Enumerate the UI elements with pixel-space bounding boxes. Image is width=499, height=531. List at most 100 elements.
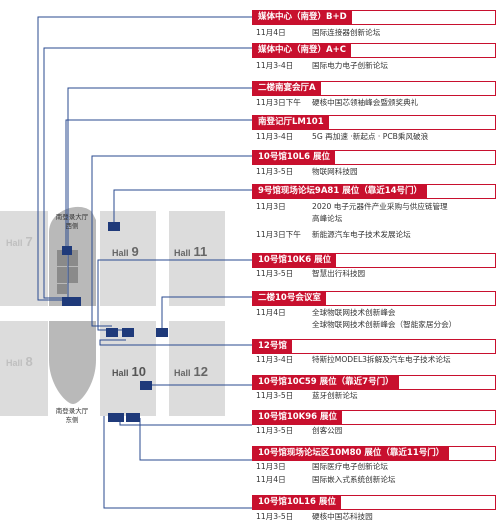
lobby-east[interactable] bbox=[49, 321, 96, 404]
booth-marker[interactable] bbox=[71, 297, 81, 306]
connector-1 bbox=[37, 16, 252, 301]
entry-header-label: 媒体中心（南登）B+D bbox=[253, 11, 352, 24]
entry-header-label: 二楼10号会议室 bbox=[253, 292, 326, 305]
entry-header-label: 10号馆10K96 展位 bbox=[253, 411, 343, 424]
entry-header: 10号馆现场论坛区10M80 展位（靠近11号门） bbox=[252, 446, 496, 461]
booth-marker[interactable] bbox=[156, 328, 168, 337]
lobby-east-label: 南登录大厅 bbox=[56, 406, 89, 415]
entry-header: 10号馆10K96 展位 bbox=[252, 410, 496, 425]
entry-date: 11月3日 bbox=[256, 462, 286, 471]
entry-header: 媒体中心（南登）B+D bbox=[252, 10, 496, 25]
lobby-room bbox=[68, 267, 78, 283]
entry-row: 11月3-4日 国际电力电子创新论坛 bbox=[256, 60, 388, 71]
entry-date: 11月3日下午 bbox=[256, 98, 301, 107]
entry-title: 硬核中国芯科技园 bbox=[312, 512, 373, 521]
entry-row: 11月3-5日智慧出行科技园 bbox=[256, 268, 365, 279]
entry-date: 11月3-4日 bbox=[256, 355, 294, 364]
entry-header: 10号馆10L6 展位 bbox=[252, 150, 496, 165]
entry-title: 国际嵌入式系统创新论坛 bbox=[312, 475, 396, 484]
entry-title: 全球物联网技术创新峰会 bbox=[312, 308, 396, 317]
entry-row: 11月3日下午 新能源汽车电子技术发展论坛 bbox=[256, 229, 411, 240]
entry-date: 11月3日 bbox=[256, 202, 286, 211]
entry-date: 11月3-5日 bbox=[256, 167, 294, 176]
entry-date: 11月4日 bbox=[256, 28, 286, 37]
lobby-room bbox=[68, 250, 78, 266]
entry-row: 11月3-4日 特斯拉MODEL3拆解及汽车电子技术论坛 bbox=[256, 354, 451, 365]
entry-header-label: 媒体中心（南登）A+C bbox=[253, 44, 351, 57]
booth-marker[interactable] bbox=[62, 297, 72, 306]
booth-marker[interactable] bbox=[108, 222, 120, 231]
booth-marker[interactable] bbox=[122, 328, 134, 337]
entry-date: 11月3-5日 bbox=[256, 391, 294, 400]
entry-date: 11月4日 bbox=[256, 475, 286, 484]
entry-header-label: 10号馆10K6 展位 bbox=[253, 254, 337, 267]
entry-row: 11月4日 国际嵌入式系统创新论坛 bbox=[256, 474, 396, 485]
entry-title: 智慧出行科技园 bbox=[312, 269, 366, 278]
entry-header: 12号馆 bbox=[252, 339, 496, 354]
entry-date: 11月4日 bbox=[256, 308, 286, 317]
entry-header-label: 10号馆10L6 展位 bbox=[253, 151, 335, 164]
entry-row: 11月3-5日 蓝牙创新论坛 bbox=[256, 390, 358, 401]
entry-title: 新能源汽车电子技术发展论坛 bbox=[312, 230, 411, 239]
lobby-room bbox=[57, 284, 67, 294]
booth-marker[interactable] bbox=[126, 413, 140, 422]
entry-header-label: 南登记厅LM101 bbox=[253, 116, 329, 129]
entry-title: 物联网科技园 bbox=[312, 167, 358, 176]
entry-header: 媒体中心（南登）A+C bbox=[252, 43, 496, 58]
booth-marker[interactable] bbox=[106, 328, 118, 337]
entry-row: 11月3-5日 创客公园 bbox=[256, 425, 342, 436]
connector-8 bbox=[161, 296, 252, 328]
booth-marker[interactable] bbox=[62, 246, 72, 255]
hall-7-block[interactable] bbox=[0, 211, 48, 306]
entry-header: 二楼南宴会厅A bbox=[252, 81, 496, 96]
lobby-east-sublabel: 东侧 bbox=[66, 415, 79, 424]
entry-row: 11月4日国际连接器创新论坛 bbox=[256, 27, 380, 38]
entry-header: 南登记厅LM101 bbox=[252, 115, 496, 130]
lobby-room bbox=[57, 267, 67, 283]
entry-row: 11月3日国际医疗电子创新论坛 bbox=[256, 461, 388, 472]
entry-header: 10号馆10C59 展位（靠近7号门） bbox=[252, 375, 496, 390]
lobby-west-sublabel: 西侧 bbox=[66, 221, 79, 230]
entry-title: 国际电力电子创新论坛 bbox=[312, 61, 388, 70]
entry-row: 11月4日 全球物联网技术创新峰会 bbox=[256, 307, 396, 318]
hall-12-block[interactable] bbox=[169, 321, 225, 416]
entry-row: 高峰论坛 bbox=[312, 213, 342, 224]
entry-title: 全球物联网技术创新峰会（智能家居分会） bbox=[312, 320, 457, 329]
entry-title: 创客公园 bbox=[312, 426, 343, 435]
entry-title: 高峰论坛 bbox=[312, 214, 343, 223]
connector-2 bbox=[43, 47, 252, 299]
lobby-room bbox=[57, 250, 67, 266]
entry-row: 全球物联网技术创新峰会（智能家居分会） bbox=[312, 319, 456, 330]
entry-date: 11月3-4日 bbox=[256, 61, 294, 70]
connector-5 bbox=[91, 155, 252, 327]
lobby-west-label: 南登录大厅 bbox=[56, 212, 89, 221]
entry-title: 硬核中国芯领袖峰会暨颁奖典礼 bbox=[312, 98, 419, 107]
entry-title: 5G 再加速 ·新起点 · PCB乘风破浪 bbox=[312, 132, 429, 141]
entry-date: 11月3-5日 bbox=[256, 426, 294, 435]
entry-row: 11月3-5日 物联网科技园 bbox=[256, 166, 358, 177]
entry-date: 11月3-5日 bbox=[256, 512, 294, 521]
entry-header: 10号馆10K6 展位 bbox=[252, 253, 496, 268]
entry-date: 11月3-4日 bbox=[256, 132, 294, 141]
hall-8-block[interactable] bbox=[0, 321, 48, 416]
connector-12 bbox=[139, 418, 252, 461]
connector-6 bbox=[113, 189, 252, 226]
booth-marker[interactable] bbox=[140, 381, 152, 390]
connector-3 bbox=[67, 87, 252, 298]
booth-marker[interactable] bbox=[108, 413, 124, 422]
entry-header-label: 二楼南宴会厅A bbox=[253, 82, 321, 95]
hall-11-block[interactable] bbox=[169, 211, 225, 306]
entry-header: 9号馆现场论坛9A81 展位（靠近14号门） bbox=[252, 184, 496, 199]
entry-title: 特斯拉MODEL3拆解及汽车电子技术论坛 bbox=[312, 355, 451, 364]
entry-row: 11月3日下午 硬核中国芯领袖峰会暨颁奖典礼 bbox=[256, 97, 418, 108]
entry-title: 蓝牙创新论坛 bbox=[312, 391, 358, 400]
connector-9 bbox=[99, 339, 252, 346]
entry-date: 11月3日下午 bbox=[256, 230, 301, 239]
entry-header: 二楼10号会议室 bbox=[252, 291, 496, 306]
entry-header: 10号馆10L16 展位 bbox=[252, 495, 496, 510]
